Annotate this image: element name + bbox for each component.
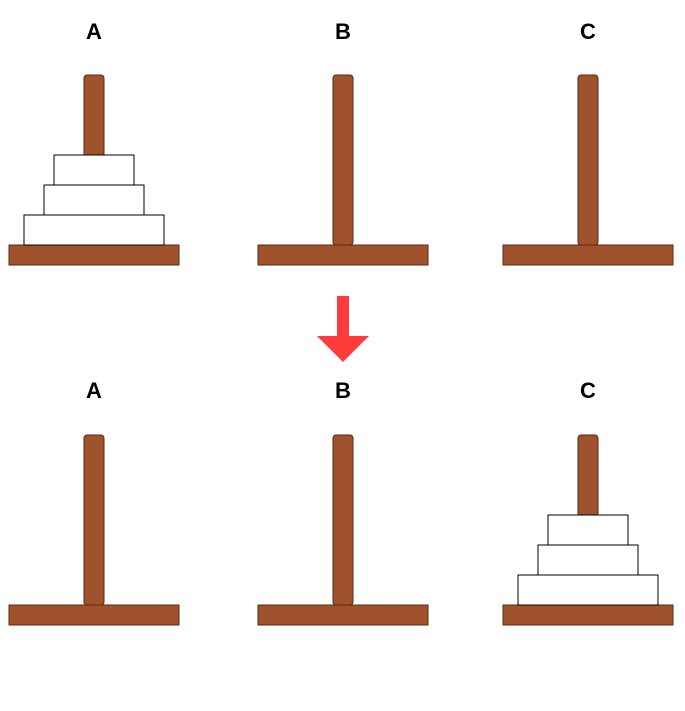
peg-base: [502, 244, 674, 266]
disk-size-2: [537, 544, 639, 576]
final-state-row: A B C: [8, 378, 674, 626]
peg-c-initial: C: [502, 19, 674, 266]
peg-base: [8, 244, 180, 266]
peg-label: A: [86, 378, 102, 403]
peg-label: C: [580, 378, 596, 403]
arrow-down-icon: [317, 296, 369, 362]
peg-b-final: B: [257, 378, 429, 626]
peg-post: [577, 74, 599, 246]
peg-c-final: C: [502, 378, 674, 626]
peg-label: B: [335, 378, 351, 403]
disk-size-2: [43, 184, 145, 216]
peg-a-initial: A: [8, 19, 180, 266]
peg-label: B: [335, 19, 351, 44]
peg-base: [8, 604, 180, 626]
peg-post: [332, 434, 354, 606]
peg-b-initial: B: [257, 19, 429, 266]
disk-size-3: [23, 214, 165, 246]
disk-size-1: [53, 154, 135, 186]
disk-size-3: [517, 574, 659, 606]
peg-a-final: A: [8, 378, 180, 626]
peg-base: [502, 604, 674, 626]
peg-label: A: [86, 19, 102, 44]
peg-label: C: [580, 19, 596, 44]
initial-state-row: A B C: [8, 19, 674, 266]
peg-post: [83, 434, 105, 606]
peg-base: [257, 604, 429, 626]
disk-size-1: [547, 514, 629, 546]
peg-post: [332, 74, 354, 246]
transition-arrow: [317, 296, 369, 362]
peg-base: [257, 244, 429, 266]
